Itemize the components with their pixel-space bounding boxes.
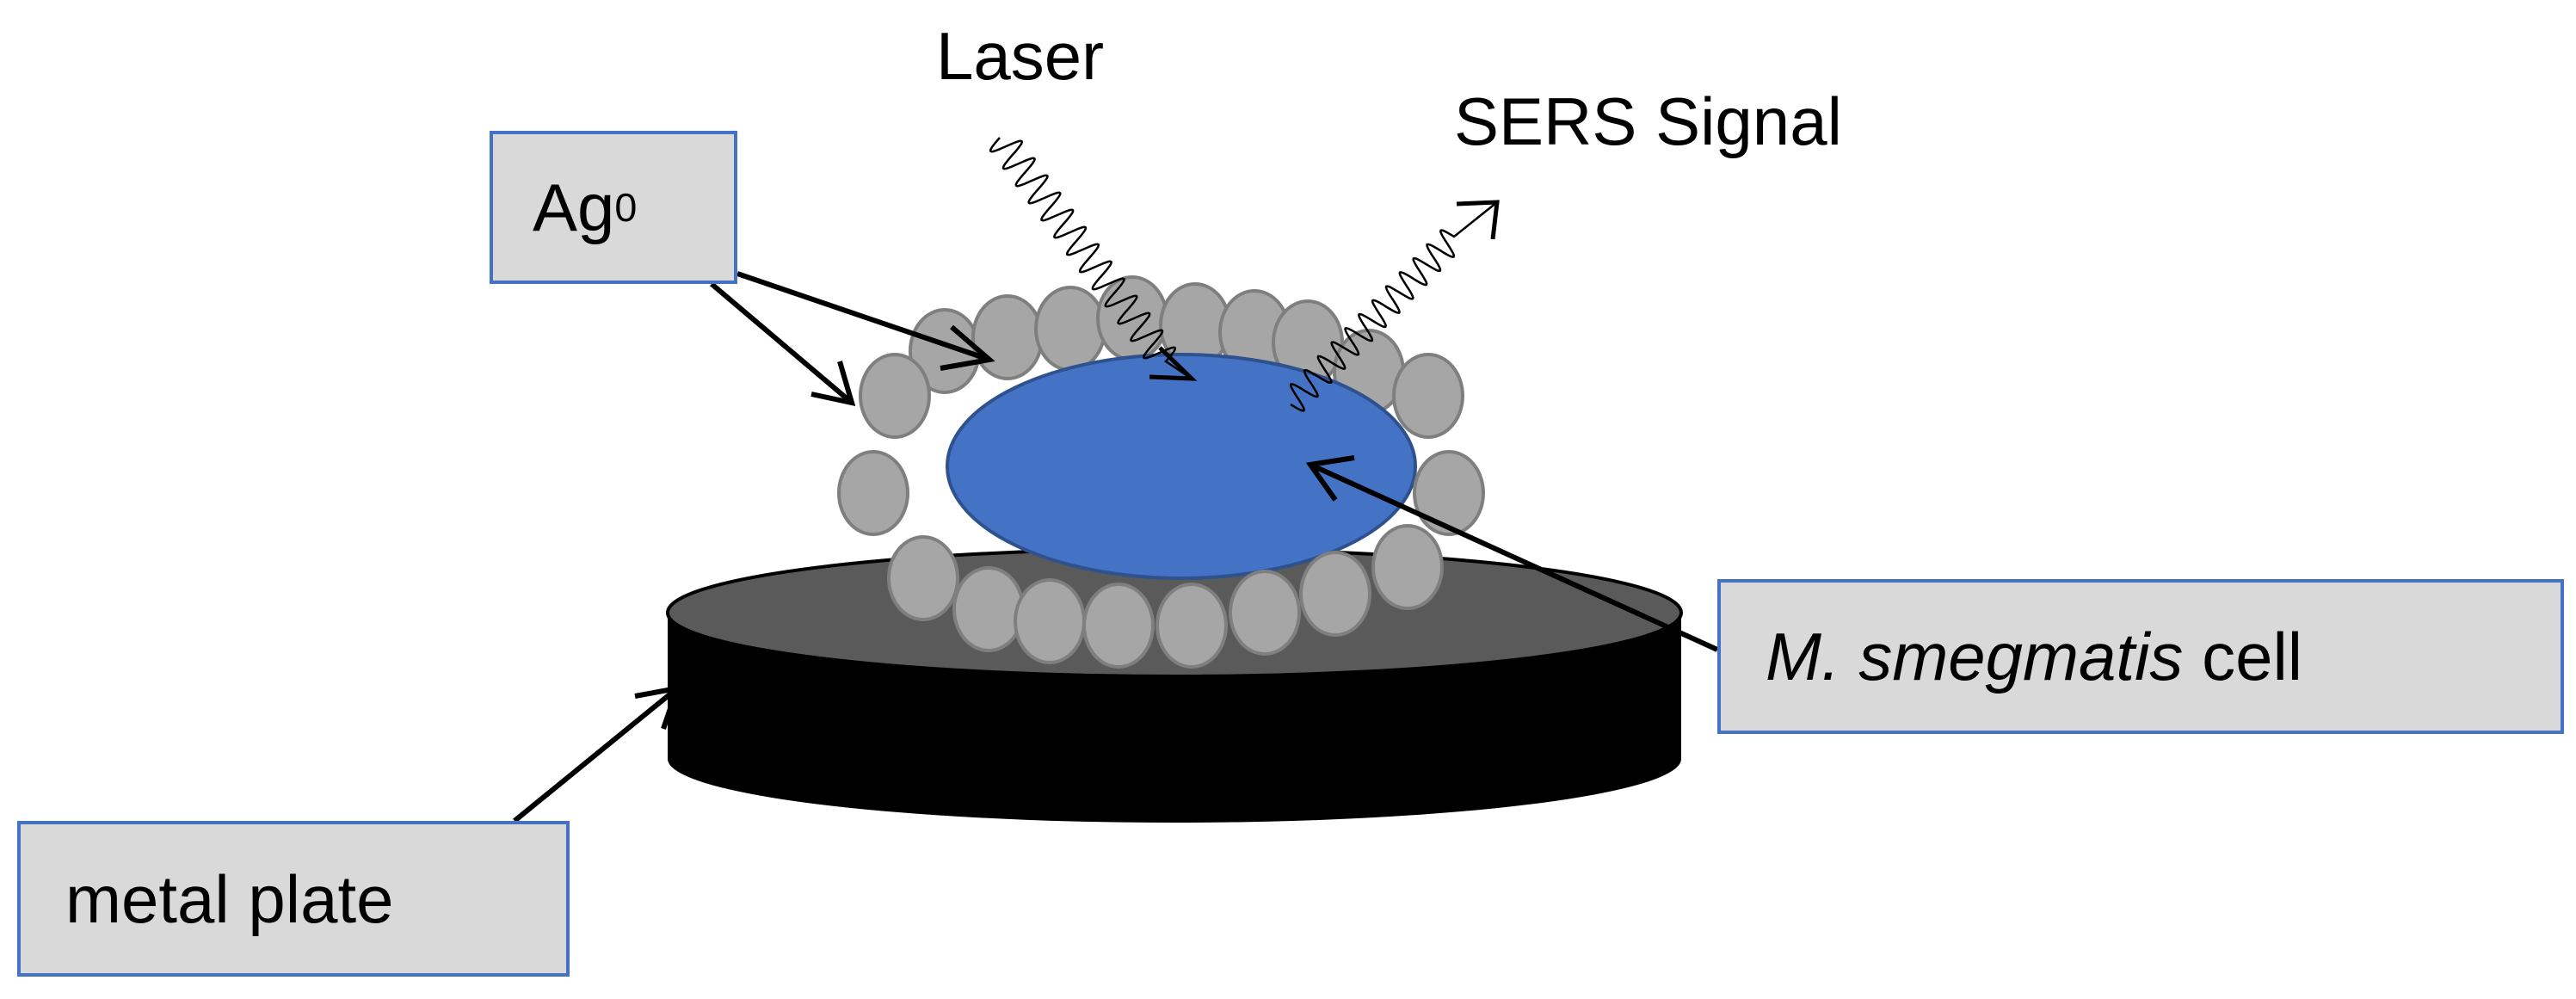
- silver-nanoparticle: [1299, 551, 1371, 637]
- plate-arrow: [513, 686, 679, 823]
- silver-nanoparticle: [971, 294, 1044, 380]
- silver-nanoparticles-front: [837, 450, 1485, 669]
- silver-nanoparticle: [1082, 583, 1155, 669]
- metal-plate-bottom: [668, 695, 1681, 823]
- silver-nanoparticle: [1156, 583, 1228, 669]
- silver-nanoparticle: [1229, 570, 1301, 656]
- ag-arrow-2: [710, 281, 854, 405]
- silver-nanoparticle: [887, 535, 959, 621]
- callout-arrows: [513, 271, 1719, 823]
- m-smegmatis-cell: [946, 353, 1417, 580]
- laser-wave-icon: [989, 137, 1192, 380]
- silver-nanoparticle: [1413, 450, 1485, 536]
- cell-species-label: M. smegmatis: [1766, 619, 2184, 694]
- silver-nanoparticle: [837, 450, 909, 536]
- silver-nanoparticle: [952, 566, 1025, 652]
- silver-nanoparticle: [1014, 578, 1086, 664]
- sers-signal-label: SERS Signal: [1454, 83, 1842, 159]
- plate-arrowhead: [634, 685, 681, 730]
- silver-nanoparticle: [1392, 353, 1464, 439]
- silver-nanoparticles-back: [859, 275, 1464, 439]
- sers-signal-wave-icon: [1289, 201, 1498, 412]
- metal-plate-label-box: metal plate: [17, 821, 570, 977]
- silver-nanoparticle: [1034, 286, 1106, 372]
- ag-label: Ag: [533, 170, 615, 245]
- ag-arrow-1: [736, 271, 990, 362]
- silver-nanoparticle: [859, 353, 931, 439]
- cell-label-box: M. smegmatis cell: [1717, 579, 2564, 734]
- ag-arrowhead-2: [810, 361, 856, 406]
- sers-signal-arrowhead-icon: [1456, 200, 1500, 240]
- cell-arrow: [1309, 462, 1719, 652]
- metal-plate-label: metal plate: [65, 860, 394, 937]
- ag-arrowhead-1: [940, 324, 995, 371]
- laser-arrowhead-icon: [1149, 346, 1198, 381]
- cell-word-label: cell: [2183, 619, 2303, 694]
- laser-label: Laser: [936, 18, 1105, 94]
- silver-nanoparticle: [1371, 524, 1444, 610]
- cell-arrowhead: [1305, 455, 1355, 502]
